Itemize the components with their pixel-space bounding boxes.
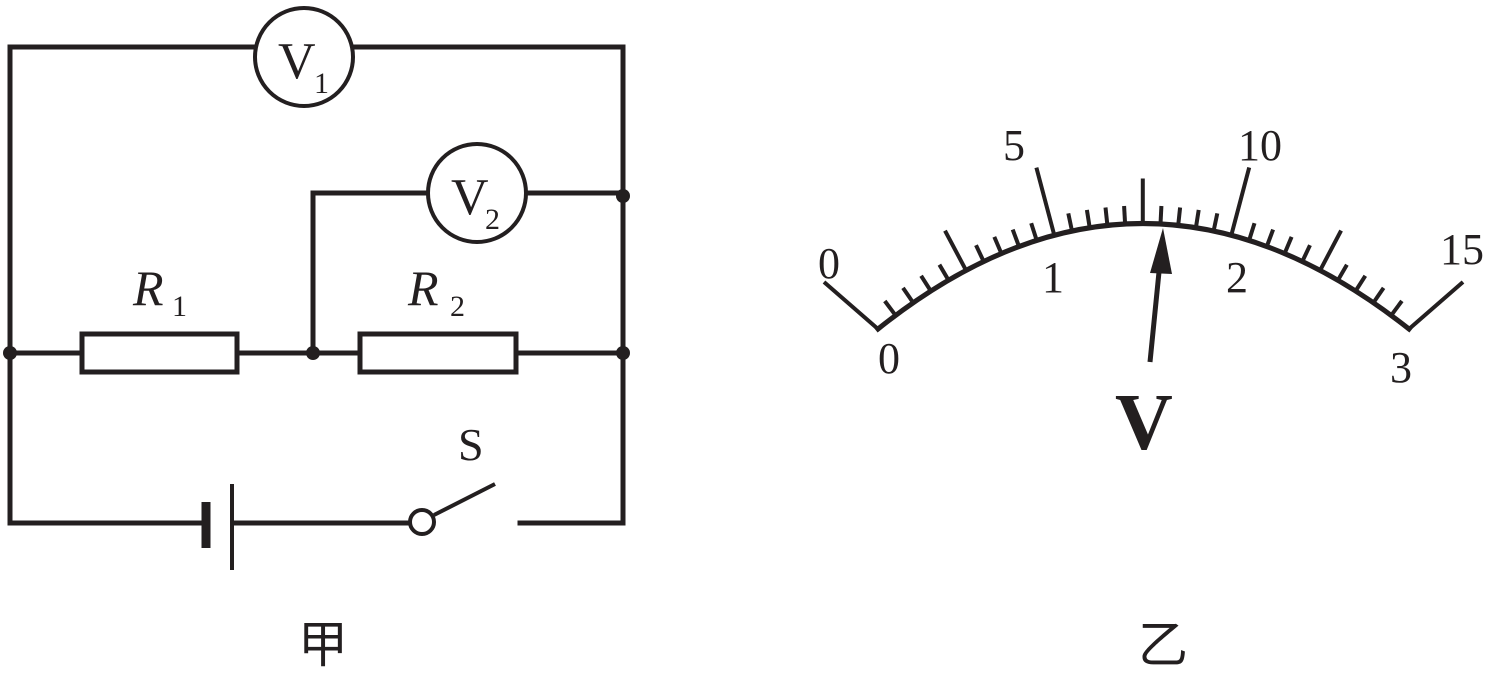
- voltmeter-v1-letter: V: [278, 33, 316, 90]
- circuit-diagram: V 1 V 2 R 1 R 2: [3, 6, 630, 673]
- dial-minor-tick: [1010, 228, 1021, 248]
- dial-minor-tick: [883, 299, 898, 317]
- dial-minor-tick: [901, 286, 915, 304]
- dial-minor-tick: [992, 236, 1004, 255]
- dial-minor-tick: [1122, 205, 1128, 225]
- dial-half-tick: [943, 229, 968, 272]
- dial-minor-tick: [1300, 244, 1312, 263]
- dial-minor-tick: [1336, 263, 1349, 282]
- outer-label-10: 10: [1238, 121, 1282, 170]
- junction-dot: [306, 346, 320, 360]
- dial-right-end-line: [1407, 280, 1465, 331]
- resistor-r1: R 1: [79, 260, 240, 375]
- dial-ticks: [883, 166, 1404, 317]
- switch-s: S: [408, 419, 496, 536]
- inner-label-2: 2: [1226, 253, 1248, 302]
- battery-cell: [201, 484, 234, 570]
- voltmeter-v2-letter: V: [451, 169, 489, 226]
- outer-label-5: 5: [1003, 121, 1025, 170]
- dial-minor-tick: [937, 263, 951, 282]
- dial-minor-tick: [1353, 274, 1367, 293]
- voltmeter-v1-subscript: 1: [314, 67, 329, 100]
- dial-minor-tick: [1066, 212, 1074, 232]
- resistor-r2: R 2: [357, 260, 519, 375]
- inner-label-0: 0: [878, 334, 900, 383]
- dial-needle: [1147, 228, 1172, 363]
- dial-unit-symbol: V: [1115, 379, 1173, 467]
- dial-minor-tick: [1103, 207, 1110, 226]
- dial-minor-tick: [1389, 299, 1404, 317]
- inner-label-3: 3: [1390, 343, 1412, 392]
- dial-minor-tick: [974, 244, 986, 263]
- inner-label-1: 1: [1042, 253, 1064, 302]
- circuit-wires: [7, 44, 626, 526]
- dial-half-tick: [1318, 229, 1343, 272]
- resistor-r2-letter: R: [407, 260, 439, 316]
- dial-minor-tick: [1247, 222, 1257, 241]
- caption-jia: 甲: [298, 617, 348, 673]
- outer-label-0: 0: [818, 239, 840, 288]
- junction-dot: [3, 346, 17, 360]
- junction-dots: [3, 189, 630, 360]
- dial-scale-arc: [874, 221, 1413, 333]
- voltmeter-dial: 0 5 10 15 0 1 2 3 V 乙: [818, 121, 1484, 673]
- dial-minor-tick: [1211, 212, 1220, 232]
- dial-minor-tick: [1193, 209, 1201, 229]
- dial-minor-tick: [1084, 209, 1092, 229]
- dial-minor-tick: [1264, 228, 1275, 248]
- dial-major-tick: [1034, 167, 1057, 236]
- dial-major-tick: [1229, 166, 1252, 236]
- caption-yi: 乙: [1138, 617, 1188, 673]
- dial-minor-tick: [1029, 222, 1039, 242]
- dial-minor-tick: [1282, 236, 1294, 255]
- dial-minor-tick: [1176, 207, 1183, 226]
- voltmeter-v2-subscript: 2: [485, 203, 500, 236]
- junction-dot: [616, 189, 630, 203]
- outer-label-15: 15: [1440, 225, 1484, 274]
- voltmeter-v1: V 1: [253, 6, 355, 108]
- resistor-r1-letter: R: [132, 260, 164, 316]
- voltmeter-v2: V 2: [426, 142, 528, 244]
- resistor-r2-subscript: 2: [450, 290, 465, 323]
- dial-left-end-line: [822, 280, 880, 331]
- dial-minor-tick: [1371, 286, 1386, 304]
- resistor-r1-subscript: 1: [172, 290, 187, 323]
- dial-minor-tick: [919, 274, 933, 293]
- switch-label: S: [458, 419, 484, 470]
- dial-minor-tick: [1158, 205, 1164, 225]
- junction-dot: [616, 346, 630, 360]
